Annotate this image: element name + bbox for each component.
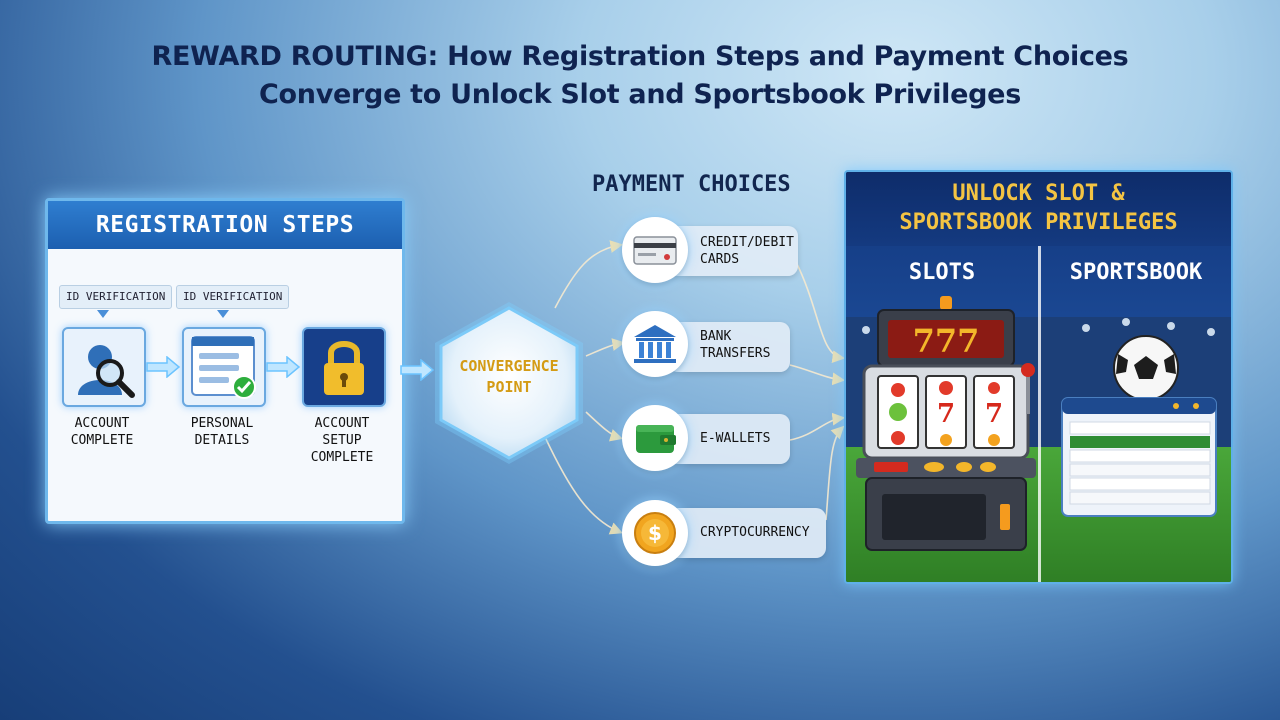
- ewallet-icon-circle: [622, 405, 688, 471]
- step-setup-icon-box: [302, 327, 386, 407]
- link-conv-card: [554, 240, 624, 309]
- page-title: REWARD ROUTING: How Registration Steps a…: [0, 38, 1280, 114]
- payment-card-item[interactable]: [668, 226, 798, 276]
- step-setup-label: ACCOUNT SETUP COMPLETE: [310, 416, 374, 465]
- sportsbook-screen-icon: [1061, 335, 1217, 517]
- title-line-1: REWARD ROUTING: How Registration Steps a…: [151, 41, 1129, 72]
- link-card-slots: [795, 261, 846, 364]
- slot-machine-icon: 777 7 7: [856, 296, 1036, 551]
- unlock-header: [846, 172, 1231, 246]
- coin-icon: $: [634, 512, 676, 554]
- payment-choices-title: PAYMENT CHOICES: [592, 172, 791, 197]
- registration-header: REGISTRATION STEPS: [48, 201, 402, 249]
- credit-card-icon: [633, 236, 677, 265]
- form-check-icon: [191, 336, 256, 399]
- card-icon-circle: [622, 217, 688, 283]
- bank-icon: [634, 325, 676, 363]
- tag-pointer-2: [217, 310, 229, 318]
- step-personal-label: PERSONAL DETAILS: [190, 416, 254, 448]
- id-verification-tag-2: ID VERIFICATION: [176, 285, 290, 309]
- unlock-title: UNLOCK SLOT & SPORTSBOOK PRIVILEGES: [899, 181, 1178, 235]
- payment-bank-label: BANK TRANSFERS: [700, 329, 771, 361]
- payment-crypto-item[interactable]: [668, 508, 826, 558]
- payment-crypto-label: CRYPTOCURRENCY: [700, 525, 810, 540]
- svg-text:$: $: [648, 521, 662, 545]
- arrow-registration-convergence: [400, 359, 435, 381]
- payment-ewallet-item[interactable]: [668, 414, 790, 464]
- link-conv-crypto: [544, 436, 623, 535]
- step-account-icon-box: [62, 327, 146, 407]
- convergence-hexagon: [435, 302, 583, 464]
- svg-text:7: 7: [937, 399, 955, 429]
- link-conv-bank: [585, 338, 626, 357]
- user-search-icon: [78, 345, 135, 398]
- title-line-2: Converge to Unlock Slot and Sportsbook P…: [259, 79, 1021, 110]
- link-conv-ewallet: [585, 411, 624, 442]
- id-verification-tag-1: ID VERIFICATION: [59, 285, 173, 309]
- svg-text:7: 7: [985, 399, 1003, 429]
- payment-card-label: CREDIT/DEBIT CARDS: [700, 235, 794, 267]
- payment-ewallet-label: E-WALLETS: [700, 431, 771, 446]
- step-personal-icon-box: [182, 327, 266, 407]
- link-crypto-slots: [825, 425, 845, 521]
- slots-title: SLOTS: [908, 260, 976, 285]
- sportsbook-title: SPORTSBOOK: [1069, 260, 1203, 285]
- payment-bank-item[interactable]: [668, 322, 790, 372]
- crypto-icon-circle: $: [622, 500, 688, 566]
- step-account-label: ACCOUNT COMPLETE: [70, 416, 134, 448]
- link-bank-slots: [789, 364, 846, 386]
- reel-top-text: 777: [913, 322, 980, 360]
- wallet-icon: [636, 425, 676, 453]
- link-ewallet-slots: [789, 412, 846, 441]
- arrow-step1-step2: [146, 356, 181, 378]
- arrow-step2-step3: [266, 356, 301, 378]
- tag-pointer-1: [97, 310, 109, 318]
- bank-icon-circle: [622, 311, 688, 377]
- padlock-icon: [324, 341, 364, 395]
- unlock-panel: UNLOCK SLOT & SPORTSBOOK PRIVILEGES SLOT…: [844, 170, 1233, 584]
- convergence-label: CONVERGENCE POINT: [459, 357, 559, 396]
